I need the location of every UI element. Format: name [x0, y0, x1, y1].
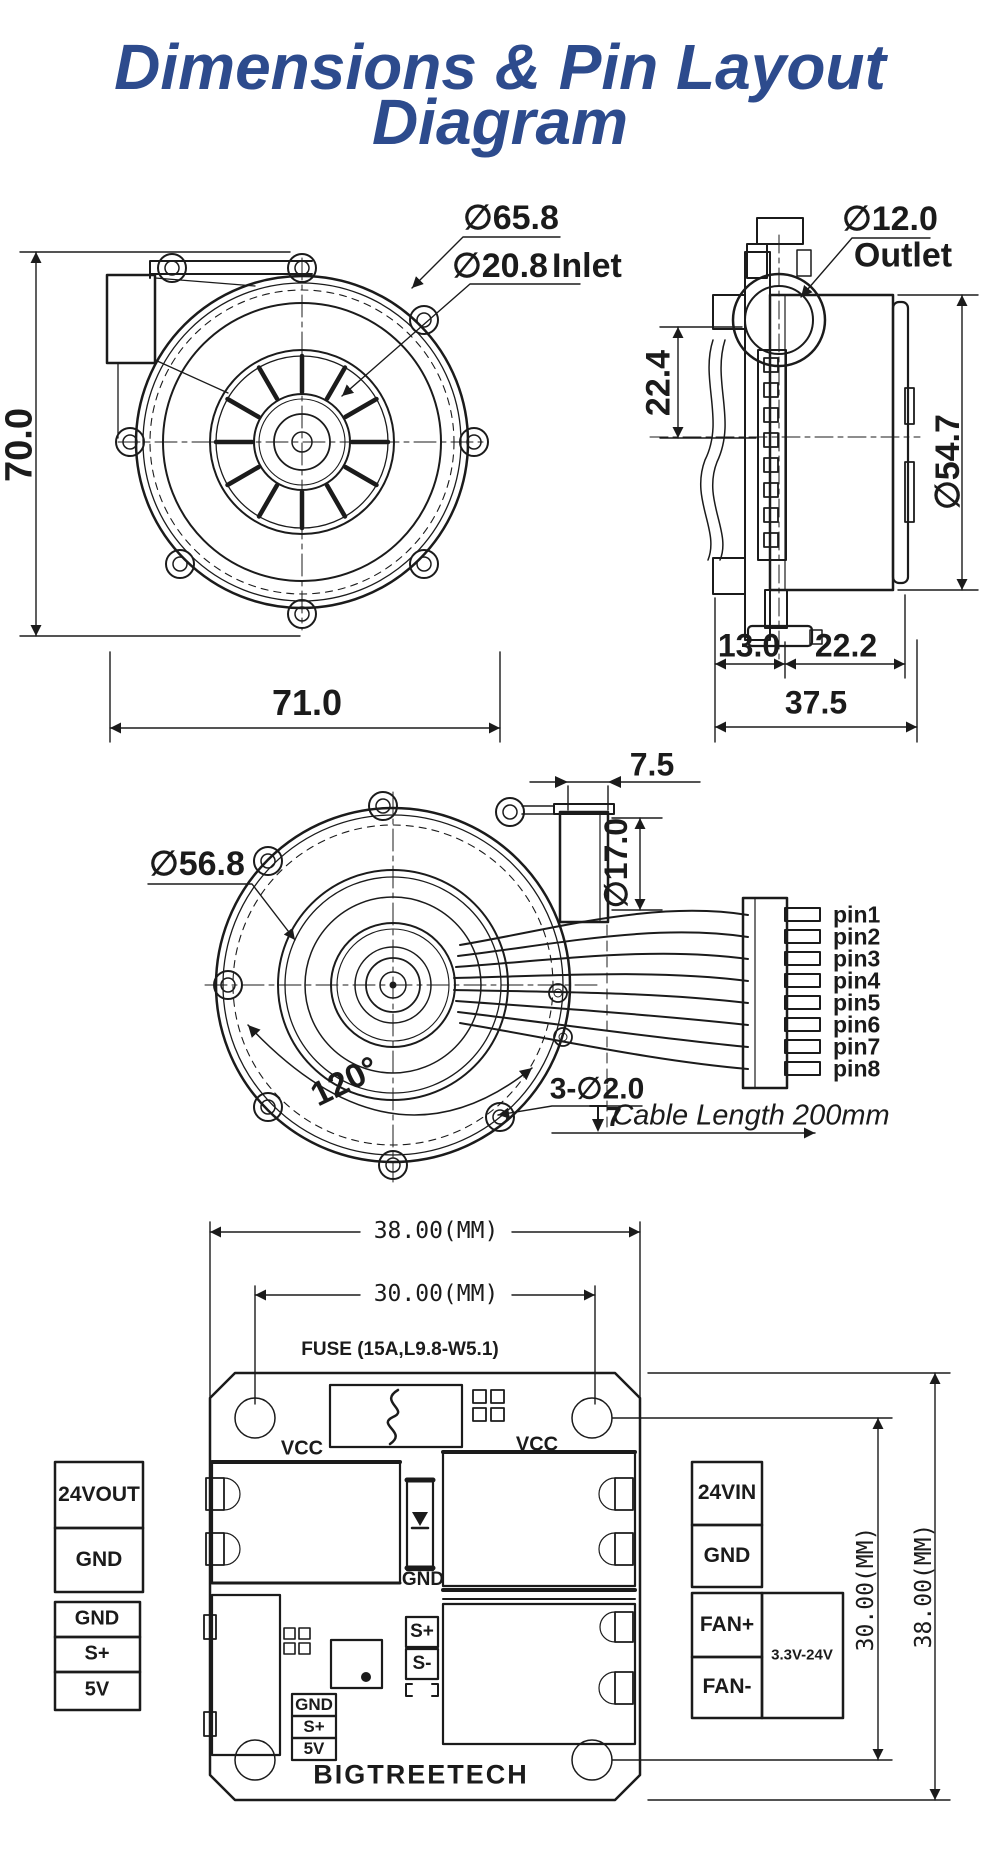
leader-bolt-circle [147, 883, 296, 941]
pin2-label: pin2 [833, 923, 881, 950]
front-dim-height [19, 251, 301, 637]
label-5v-left: 5V [84, 1678, 110, 1701]
back-dim-duct-dia [611, 817, 663, 911]
side-dim-offset [659, 326, 757, 439]
side-view-drawing [649, 217, 979, 743]
pcb-outline [208, 1371, 642, 1802]
fuse-label: FUSE (15A,L9.8-W5.1) [301, 1339, 499, 1360]
pcb-width-inner-dim: 30.00(MM) [373, 1281, 499, 1307]
pin5-label: pin5 [833, 989, 881, 1016]
side-dim-body-dia [897, 294, 979, 591]
ic-chip [329, 1638, 384, 1690]
side-outlet-word: Outlet [853, 236, 953, 275]
pin3-label: pin3 [833, 945, 881, 972]
side-body-dia-dim: ∅54.7 [929, 414, 967, 510]
back-duct-offset-dim: 7.5 [629, 746, 675, 783]
leader-outlet-dia [800, 237, 931, 298]
depth-symbol [589, 1105, 607, 1132]
side-seg-left-dim: 13.0 [717, 627, 781, 664]
stack-gnd-label: GND [295, 1695, 333, 1714]
cable-wires [453, 909, 749, 1070]
leader-outer-dia [411, 236, 561, 289]
pin6-label: pin6 [833, 1011, 881, 1038]
back-mount-holes-label: 3-∅2.0 [549, 1072, 645, 1106]
back-duct-dia-dim: ∅17.0 [598, 817, 634, 909]
vcc-left-label: VCC [280, 1437, 324, 1460]
page-title-line2: Diagram [371, 86, 629, 158]
sense-minus-label: S- [412, 1653, 432, 1674]
side-seg-right-dim: 22.2 [814, 627, 878, 664]
front-view-drawing [19, 236, 581, 743]
pcb-dim-top [209, 1221, 641, 1405]
label-voltage-range: 3.3V-24V [771, 1646, 833, 1664]
front-height-dim: 70.0 [0, 408, 41, 482]
leader-inlet-dia [341, 283, 581, 397]
leader-mount-holes [497, 1105, 643, 1119]
cable-length-label: Cable Length 200mm [612, 1099, 890, 1132]
pcb-height-outer-dim: 38.00(MM) [911, 1523, 937, 1649]
pcb-height-inner-dim: 30.00(MM) [853, 1526, 879, 1652]
sense-plus-label: S+ [410, 1621, 434, 1642]
cable-connector [741, 896, 821, 1090]
front-outer-dia-label: ∅65.8 [463, 199, 559, 237]
mount-hole [571, 1397, 613, 1439]
pin8-label: pin8 [833, 1055, 881, 1082]
side-dim-bottom [714, 594, 918, 743]
side-total-dim: 37.5 [784, 684, 848, 721]
stack-5v-label: 5V [303, 1739, 325, 1758]
back-dim-duct-offset [529, 776, 701, 811]
back-hole-depth-label: 7 [606, 1101, 622, 1132]
label-24vin: 24VIN [697, 1481, 757, 1504]
mount-hole [234, 1739, 276, 1781]
front-dim-width [109, 651, 501, 743]
inlet-duct [105, 273, 157, 365]
pin4-label: pin4 [833, 967, 881, 994]
label-gnd-right: GND [703, 1544, 751, 1567]
side-outlet-dia-label: ∅12.0 [842, 200, 938, 238]
back-view-drawing [147, 776, 821, 1183]
fuse [328, 1383, 464, 1449]
stack-splus-label: S+ [303, 1717, 325, 1736]
diode-gnd-label: GND [401, 1569, 445, 1590]
back-bolt-circle-label: ∅56.8 [149, 845, 245, 883]
pin7-label: pin7 [833, 1033, 881, 1060]
inlet-word: Inlet [551, 247, 622, 285]
pcb-width-outer-dim: 38.00(MM) [373, 1218, 499, 1244]
angle-arc [247, 1024, 533, 1116]
label-splus-left: S+ [84, 1642, 110, 1665]
pin1-label: pin1 [833, 901, 881, 928]
label-24vout: 24VOUT [58, 1483, 140, 1506]
pcb-dim-right [611, 1372, 951, 1801]
side-offset-dim: 22.4 [639, 349, 678, 417]
mount-hole [571, 1739, 613, 1781]
front-width-dim: 71.0 [271, 682, 343, 723]
page-title-line1: Dimensions & Pin Layout [114, 31, 886, 103]
inlet-dia-value: ∅20.8 [452, 247, 548, 285]
label-fan-minus: FAN- [702, 1675, 752, 1698]
label-gnd-left2: GND [74, 1607, 120, 1630]
brand-logo: BIGTREETECH [313, 1759, 529, 1790]
vcc-right-label: VCC [515, 1433, 559, 1456]
diode [404, 1477, 436, 1572]
pcb-drawing [53, 1221, 951, 1802]
label-fan-plus: FAN+ [699, 1613, 755, 1636]
label-gnd-left: GND [75, 1548, 123, 1571]
